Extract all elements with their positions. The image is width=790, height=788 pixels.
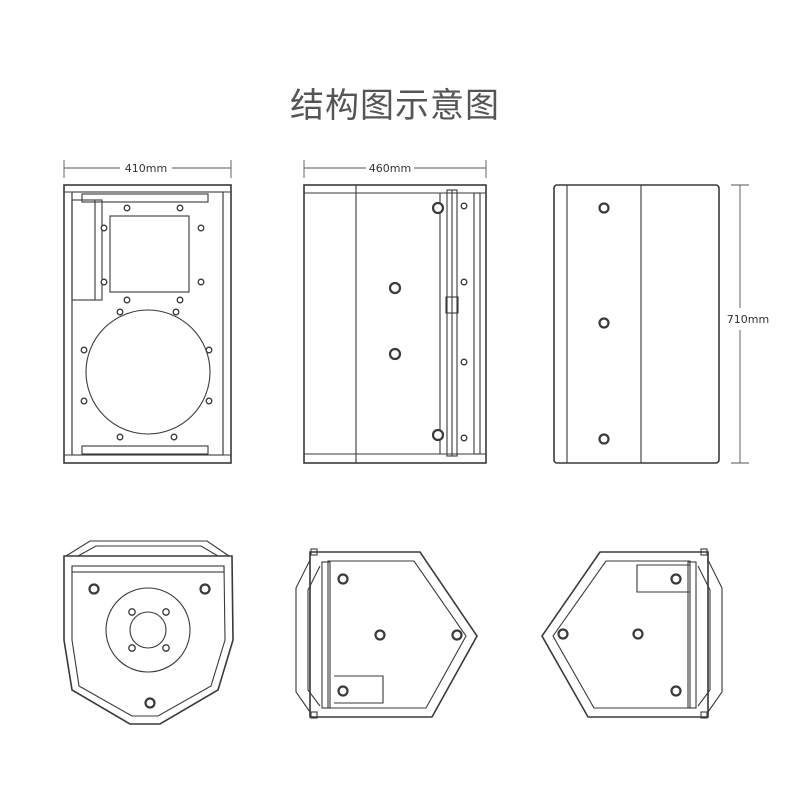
depth-dimension: 460mm bbox=[303, 160, 487, 178]
height-label: 710mm bbox=[727, 313, 769, 326]
angled-view-right bbox=[295, 548, 478, 719]
width-dimension: 410mm bbox=[63, 160, 232, 178]
height-dimension: 710mm bbox=[727, 184, 769, 464]
side-view: 460mm bbox=[303, 160, 487, 464]
width-label: 410mm bbox=[125, 162, 167, 175]
front-view: 410mm bbox=[63, 160, 232, 464]
top-view bbox=[63, 540, 234, 725]
angled-view-left bbox=[541, 548, 723, 719]
depth-label: 460mm bbox=[369, 162, 411, 175]
rear-view: 710mm bbox=[553, 184, 769, 464]
page-title: 结构图示意图 bbox=[290, 86, 500, 126]
